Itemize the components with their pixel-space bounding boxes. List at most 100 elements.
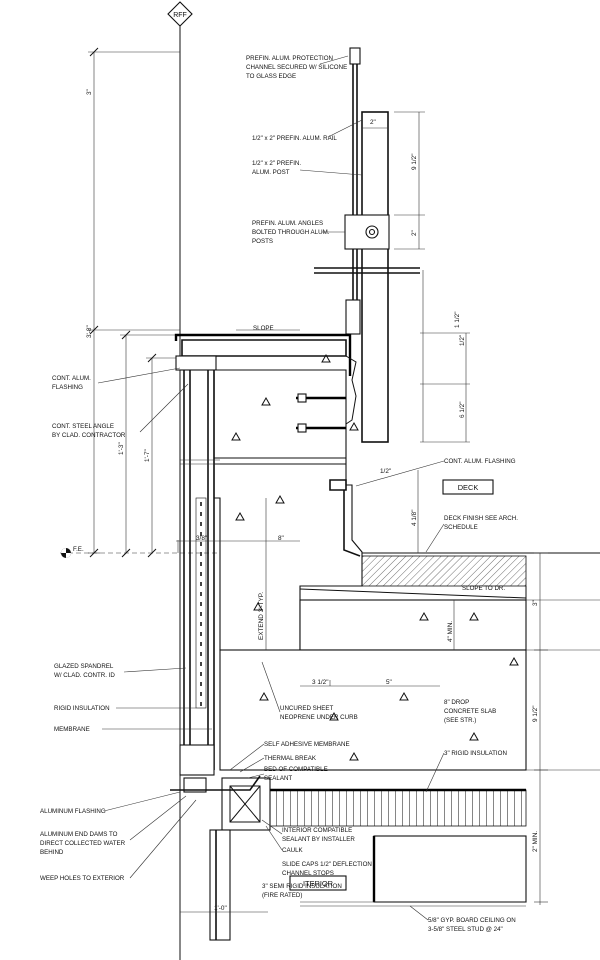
note-semi-rigid-2: (FIRE RATED): [262, 892, 302, 899]
guardrail: 2" 9 1/2" 2" 1 1/2": [314, 47, 461, 443]
note-alum-flashing: ALUMINUM FLASHING: [40, 808, 106, 815]
svg-text:SEALANT: SEALANT: [264, 775, 292, 782]
svg-text:CHANNEL SECURED W/ SILICONE: CHANNEL SECURED W/ SILICONE: [246, 64, 347, 71]
svg-text:FLASHING: FLASHING: [52, 384, 83, 391]
dim-right-3: 2" MIN.: [532, 831, 539, 852]
note-alum-rail: 1/2" x 2" PREFIN. ALUM. RAIL: [252, 135, 337, 142]
svg-text:BY CLAD. CONTRACTOR: BY CLAD. CONTRACTOR: [52, 432, 126, 439]
dim-right-col: 4" MIN.: [447, 621, 454, 642]
note-spandrel-1: GLAZED SPANDREL: [54, 663, 114, 670]
note-steel-angle-1: CONT. STEEL ANGLE: [52, 423, 114, 430]
note-drop-slab-1: 8" DROP: [444, 699, 469, 706]
svg-text:(FIRE RATED): (FIRE RATED): [262, 892, 302, 899]
note-slope-right: SLOPE TO DR.: [462, 585, 505, 592]
dim-one-half: 1/2": [380, 468, 391, 475]
svg-text:5/8" GYP. BOARD CEILING ON: 5/8" GYP. BOARD CEILING ON: [428, 917, 516, 924]
svg-text:DECK FINISH SEE ARCH.: DECK FINISH SEE ARCH.: [444, 515, 518, 522]
note-angles-3: POSTS: [252, 238, 273, 245]
note-thermal-break: THERMAL BREAK: [264, 755, 317, 762]
box-deck: DECK: [458, 483, 479, 492]
svg-text:CONCRETE SLAB: CONCRETE SLAB: [444, 708, 496, 715]
note-alum-post-1: 1/2" x 2" PREFIN.: [252, 160, 301, 167]
svg-text:NEOPRENE UNDER CURB: NEOPRENE UNDER CURB: [280, 714, 358, 721]
note-deck-finish-2: SCHEDULE: [444, 524, 478, 531]
note-rigid: RIGID INSULATION: [54, 705, 110, 712]
note-alum-post-2: ALUM. POST: [252, 169, 290, 176]
dim-angle: 2": [411, 230, 418, 236]
note-end-dam-1: ALUMINUM END DAMS TO: [40, 831, 118, 838]
dim-post-top: 1 1/2": [454, 312, 461, 328]
level-marker-side: F.E.: [61, 546, 84, 558]
dim-post-h: 9 1/2": [411, 154, 418, 170]
dim-top-left: 3": [86, 89, 93, 95]
level-tag-side: F.E.: [73, 546, 84, 553]
note-deck-finish-1: DECK FINISH SEE ARCH.: [444, 515, 518, 522]
svg-text:SLIDE CAPS 1/2" DEFLECTION: SLIDE CAPS 1/2" DEFLECTION: [282, 861, 372, 868]
svg-text:CONT. ALUM.: CONT. ALUM.: [52, 375, 91, 382]
dim-coping-h: 6 1/2": [459, 402, 466, 418]
svg-text:BED OF COMPATIBLE: BED OF COMPATIBLE: [264, 766, 328, 773]
svg-text:POSTS: POSTS: [252, 238, 273, 245]
svg-text:SEALANT BY INSTALLER: SEALANT BY INSTALLER: [282, 836, 355, 843]
svg-text:3-5/8" STEEL STUD @ 24": 3-5/8" STEEL STUD @ 24": [428, 926, 503, 933]
note-deflection-1: SLIDE CAPS 1/2" DEFLECTION: [282, 861, 372, 868]
deck-slab: [170, 552, 600, 941]
note-flashing-left-2: FLASHING: [52, 384, 83, 391]
note-flashing-right: CONT. ALUM. FLASHING: [444, 458, 516, 465]
left-dimensions: 3" 3'-8" 1'-3" 1'-7": [86, 47, 180, 558]
dim-base: 1'-0": [214, 905, 227, 912]
note-glass-edge-2: CHANNEL SECURED W/ SILICONE: [246, 64, 347, 71]
dim-bottom-b: 5": [386, 679, 392, 686]
note-flashing-left-1: CONT. ALUM.: [52, 375, 91, 382]
note-glass-edge-1: PREFIN. ALUM. PROTECTION: [246, 55, 333, 62]
note-end-dam-3: BEHIND: [40, 849, 64, 856]
svg-text:3" SEMI RIGID INSULATION: 3" SEMI RIGID INSULATION: [262, 883, 342, 890]
note-end-dam-2: DIRECT COLLECTED WATER: [40, 840, 126, 847]
boxes: DECK ITERIOR: [289, 479, 494, 891]
note-rigid-right: 3" RIGID INSULATION: [444, 750, 507, 757]
dim-left-mid: 1'-3": [118, 442, 125, 455]
note-drop-slab-3: (SEE STR.): [444, 717, 476, 724]
dim-mid-slab: 8": [278, 535, 284, 542]
dim-vert-right: 4 1/8": [411, 510, 418, 526]
svg-text:TO GLASS EDGE: TO GLASS EDGE: [246, 73, 296, 80]
dim-left-sill: 3/8": [196, 535, 207, 542]
svg-text:PREFIN. ALUM. PROTECTION: PREFIN. ALUM. PROTECTION: [246, 55, 333, 62]
note-angles-1: PREFIN. ALUM. ANGLES: [252, 220, 323, 227]
notes: PREFIN. ALUM. PROTECTION CHANNEL SECURED…: [40, 55, 518, 933]
note-semi-rigid-1: 3" SEMI RIGID INSULATION: [262, 883, 342, 890]
slope-label: SLOPE: [253, 325, 274, 332]
dim-right-1: 3": [532, 600, 539, 606]
note-bed-1: BED OF COMPATIBLE: [264, 766, 328, 773]
note-steel-angle-2: BY CLAD. CONTRACTOR: [52, 432, 126, 439]
svg-text:ALUM. POST: ALUM. POST: [252, 169, 290, 176]
level-tag-top: RFF: [173, 12, 187, 19]
svg-text:BOLTED THROUGH ALUM.: BOLTED THROUGH ALUM.: [252, 229, 330, 236]
svg-text:UNCURED SHEET: UNCURED SHEET: [280, 705, 334, 712]
box-interior: ITERIOR: [303, 879, 333, 888]
dim-coping: 1/2": [459, 335, 466, 346]
curtain-wall: [179, 370, 220, 793]
note-gyp-2: 3-5/8" STEEL STUD @ 24": [428, 926, 503, 933]
note-caulk: CAULK: [282, 847, 304, 854]
svg-text:ALUMINUM END DAMS TO: ALUMINUM END DAMS TO: [40, 831, 118, 838]
dim-right-2: 9 1/2": [532, 706, 539, 722]
note-gyp-1: 5/8" GYP. BOARD CEILING ON: [428, 917, 516, 924]
note-sealant-installer-2: SEALANT BY INSTALLER: [282, 836, 355, 843]
dim-left-small: 1'-7": [144, 449, 151, 462]
svg-text:(SEE STR.): (SEE STR.): [444, 717, 476, 724]
svg-text:GLAZED SPANDREL: GLAZED SPANDREL: [54, 663, 114, 670]
svg-text:BEHIND: BEHIND: [40, 849, 64, 856]
svg-text:SCHEDULE: SCHEDULE: [444, 524, 478, 531]
note-spandrel-2: W/ CLAD. CONTR. ID: [54, 672, 115, 679]
dim-curb: EXTEND 3'-TYP.: [258, 592, 265, 640]
svg-text:DIRECT COLLECTED WATER: DIRECT COLLECTED WATER: [40, 840, 126, 847]
note-weep: WEEP HOLES TO EXTERIOR: [40, 875, 125, 882]
note-self-adhesive: SELF ADHESIVE MEMBRANE: [264, 741, 350, 748]
svg-text:1/2" x 2" PREFIN.: 1/2" x 2" PREFIN.: [252, 160, 301, 167]
svg-text:W/ CLAD. CONTR. ID: W/ CLAD. CONTR. ID: [54, 672, 115, 679]
dim-bottom-a: 3 1/2": [312, 679, 328, 686]
svg-text:CHANNEL STOPS: CHANNEL STOPS: [282, 870, 334, 877]
svg-text:8" DROP: 8" DROP: [444, 699, 469, 706]
